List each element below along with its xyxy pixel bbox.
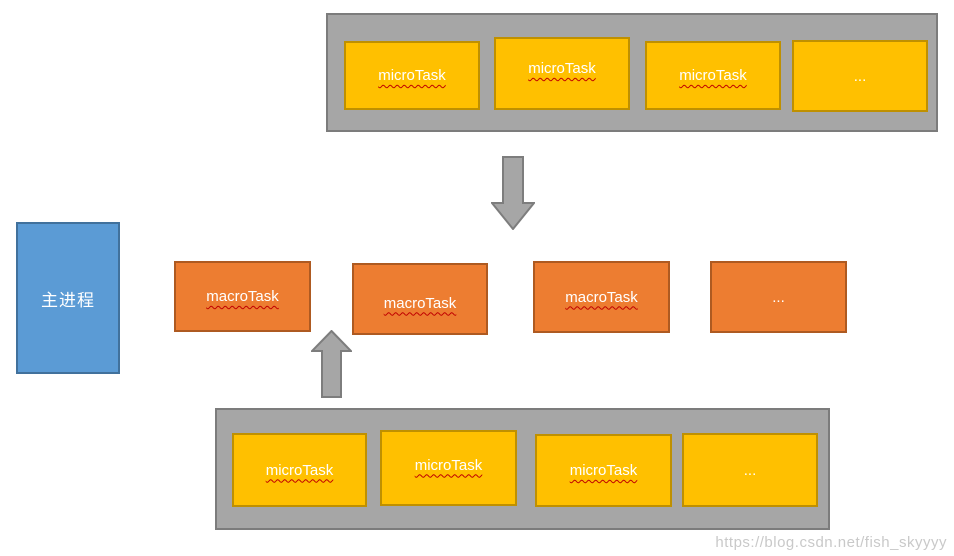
microtask-label: microTask bbox=[265, 461, 334, 479]
macrotask-label: macroTask bbox=[383, 294, 457, 312]
microtask-queue-bottom: microTask microTask microTask ... bbox=[215, 408, 830, 530]
ellipsis-label: ... bbox=[853, 67, 867, 85]
main-process-label: 主进程 bbox=[41, 290, 95, 310]
macrotask-box: macroTask bbox=[174, 261, 311, 332]
microtask-label: microTask bbox=[378, 67, 446, 84]
watermark: https://blog.csdn.net/fish_skyyyy bbox=[715, 534, 947, 551]
macrotask-box: macroTask bbox=[533, 261, 670, 333]
macrotask-box: macroTask bbox=[352, 263, 488, 335]
ellipsis-box: ... bbox=[682, 433, 818, 507]
microtask-box: microTask bbox=[645, 41, 781, 110]
microtask-box: microTask bbox=[494, 37, 630, 110]
microtask-box: microTask bbox=[344, 41, 480, 110]
microtask-box: microTask bbox=[232, 433, 367, 507]
macrotask-label: macroTask bbox=[565, 288, 638, 306]
microtask-label: microTask bbox=[679, 67, 747, 84]
microtask-box: microTask bbox=[380, 430, 517, 506]
ellipsis-box: ... bbox=[792, 40, 928, 112]
microtask-label: microTask bbox=[569, 462, 638, 479]
macrotask-label: macroTask bbox=[206, 288, 279, 305]
microtask-queue-top: microTask microTask microTask ... bbox=[326, 13, 938, 132]
arrow-down-icon bbox=[489, 156, 537, 231]
ellipsis-label: ... bbox=[743, 461, 757, 479]
arrow-up-icon bbox=[309, 329, 354, 398]
microtask-label: microTask bbox=[414, 456, 483, 474]
ellipsis-label: ... bbox=[772, 288, 785, 306]
microtask-label: microTask bbox=[528, 60, 596, 77]
main-process-box: 主进程 bbox=[16, 222, 120, 374]
ellipsis-box: ... bbox=[710, 261, 847, 333]
microtask-box: microTask bbox=[535, 434, 672, 507]
